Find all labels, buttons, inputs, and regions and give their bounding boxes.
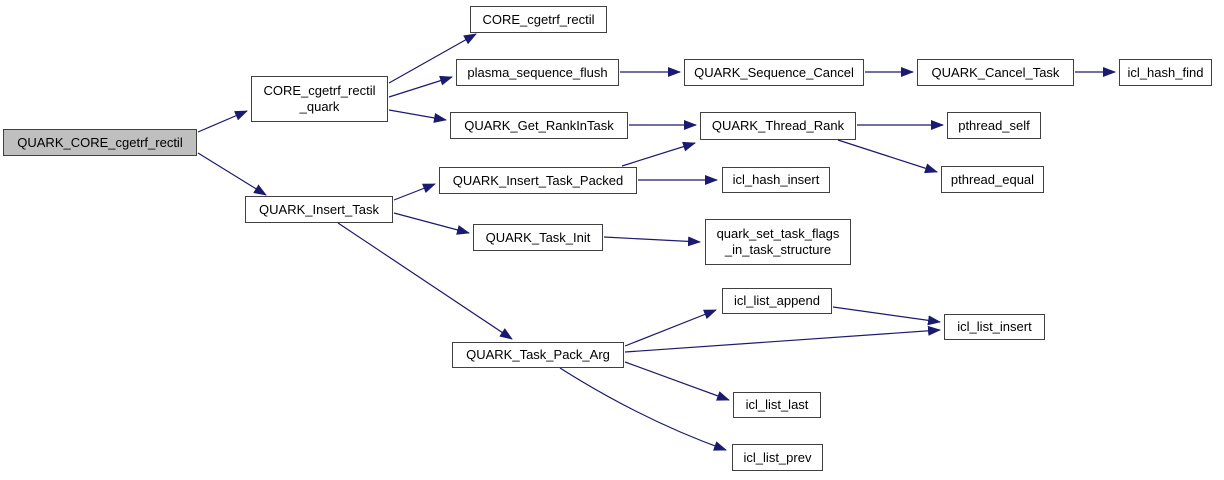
graph-node-icl-hash-find[interactable]: icl_hash_find: [1119, 59, 1212, 86]
graph-node-icl-list-append[interactable]: icl_list_append: [722, 288, 832, 314]
graph-node-label: QUARK_Task_Pack_Arg: [466, 347, 610, 362]
graph-node-label: icl_list_insert: [957, 319, 1032, 334]
call-edge-quark-insert-task-packed-to-quark-thread-rank: [621, 141, 696, 167]
graph-node-pthread-equal[interactable]: pthread_equal: [941, 166, 1044, 193]
graph-node-label: QUARK_Insert_Task: [259, 201, 379, 217]
call-edge-quark-insert-task-to-quark-task-pack-arg: [337, 222, 513, 340]
call-edge-quark-core-cgetrf-rectil-to-quark-insert-task: [197, 152, 267, 196]
call-edge-quark-task-pack-arg-to-icl-list-append: [624, 309, 717, 347]
graph-node-quark-core-cgetrf-rectil: QUARK_CORE_cgetrf_rectil: [3, 129, 197, 156]
graph-node-quark-set-task-flags-in-task-structure[interactable]: quark_set_task_flags_in_task_structure: [705, 219, 851, 265]
call-edge-quark-core-cgetrf-rectil-to-core-cgetrf-rectil-quark: [197, 110, 248, 133]
graph-node-label: icl_list_last: [745, 397, 809, 412]
call-edge-icl-list-append-to-icl-list-insert: [832, 306, 941, 326]
graph-node-quark-cancel-task[interactable]: QUARK_Cancel_Task: [917, 59, 1074, 86]
graph-node-pthread-self[interactable]: pthread_self: [947, 112, 1041, 139]
graph-node-quark-insert-task-packed[interactable]: QUARK_Insert_Task_Packed: [439, 167, 637, 194]
graph-node-quark-task-init[interactable]: QUARK_Task_Init: [473, 224, 603, 251]
call-edge-quark-insert-task-to-quark-insert-task-packed: [393, 183, 436, 201]
graph-node-label: icl_list_prev: [743, 449, 812, 465]
call-edge-quark-insert-task-to-quark-task-init: [393, 212, 470, 235]
graph-node-label: QUARK_Thread_Rank: [711, 118, 845, 133]
graph-node-label: icl_hash_find: [1127, 64, 1204, 80]
graph-node-label: CORE_cgetrf_rectil: [482, 11, 595, 27]
graph-node-icl-list-prev[interactable]: icl_list_prev: [732, 444, 823, 471]
call-edge-quark-task-init-to-quark-set-task-flags-in-task-structure: [603, 236, 701, 247]
graph-node-core-cgetrf-rectil-quark[interactable]: CORE_cgetrf_rectil_quark: [251, 76, 388, 122]
graph-node-plasma-sequence-flush[interactable]: plasma_sequence_flush: [456, 59, 619, 86]
graph-node-label: pthread_self: [958, 117, 1030, 133]
graph-node-quark-insert-task[interactable]: QUARK_Insert_Task: [245, 196, 393, 223]
graph-node-label: quark_set_task_flags: [716, 226, 840, 241]
graph-node-icl-hash-insert[interactable]: icl_hash_insert: [722, 167, 830, 193]
call-edge-quark-task-pack-arg-to-icl-list-prev: [559, 367, 727, 451]
graph-node-label: CORE_cgetrf_rectil: [263, 83, 376, 98]
graph-node-label: QUARK_Task_Init: [485, 229, 591, 245]
graph-node-label: QUARK_Insert_Task_Packed: [452, 172, 624, 188]
call-edge-core-cgetrf-rectil-quark-to-core-cgetrf-rectil: [388, 33, 477, 84]
call-edge-quark-task-pack-arg-to-icl-list-last: [624, 361, 730, 401]
graph-node-quark-get-rankintask[interactable]: QUARK_Get_RankInTask: [450, 112, 628, 139]
graph-node-quark-task-pack-arg[interactable]: QUARK_Task_Pack_Arg: [452, 342, 624, 368]
graph-node-label: _quark: [299, 99, 340, 114]
graph-node-quark-sequence-cancel[interactable]: QUARK_Sequence_Cancel: [684, 59, 864, 86]
graph-node-label: QUARK_Cancel_Task: [931, 64, 1060, 80]
graph-node-label: QUARK_Get_RankInTask: [464, 117, 614, 133]
graph-node-label: QUARK_CORE_cgetrf_rectil: [17, 134, 183, 150]
graph-node-label: pthread_equal: [950, 171, 1035, 187]
graph-node-icl-list-last[interactable]: icl_list_last: [733, 392, 821, 418]
call-edge-quark-thread-rank-to-pthread-equal: [837, 139, 938, 174]
graph-node-label: icl_list_append: [733, 293, 820, 308]
call-edge-quark-task-pack-arg-to-icl-list-insert: [624, 325, 941, 353]
call-edge-core-cgetrf-rectil-quark-to-plasma-sequence-flush: [388, 75, 453, 98]
graph-node-label: _in_task_structure: [724, 242, 832, 257]
graph-node-icl-list-insert[interactable]: icl_list_insert: [944, 314, 1045, 340]
graph-node-label: plasma_sequence_flush: [467, 64, 608, 80]
graph-node-quark-thread-rank[interactable]: QUARK_Thread_Rank: [700, 112, 856, 140]
graph-node-label: QUARK_Sequence_Cancel: [694, 64, 854, 80]
call-edge-core-cgetrf-rectil-quark-to-quark-get-rankintask: [388, 109, 447, 123]
graph-node-core-cgetrf-rectil[interactable]: CORE_cgetrf_rectil: [470, 6, 607, 33]
graph-node-label: icl_hash_insert: [732, 172, 820, 187]
